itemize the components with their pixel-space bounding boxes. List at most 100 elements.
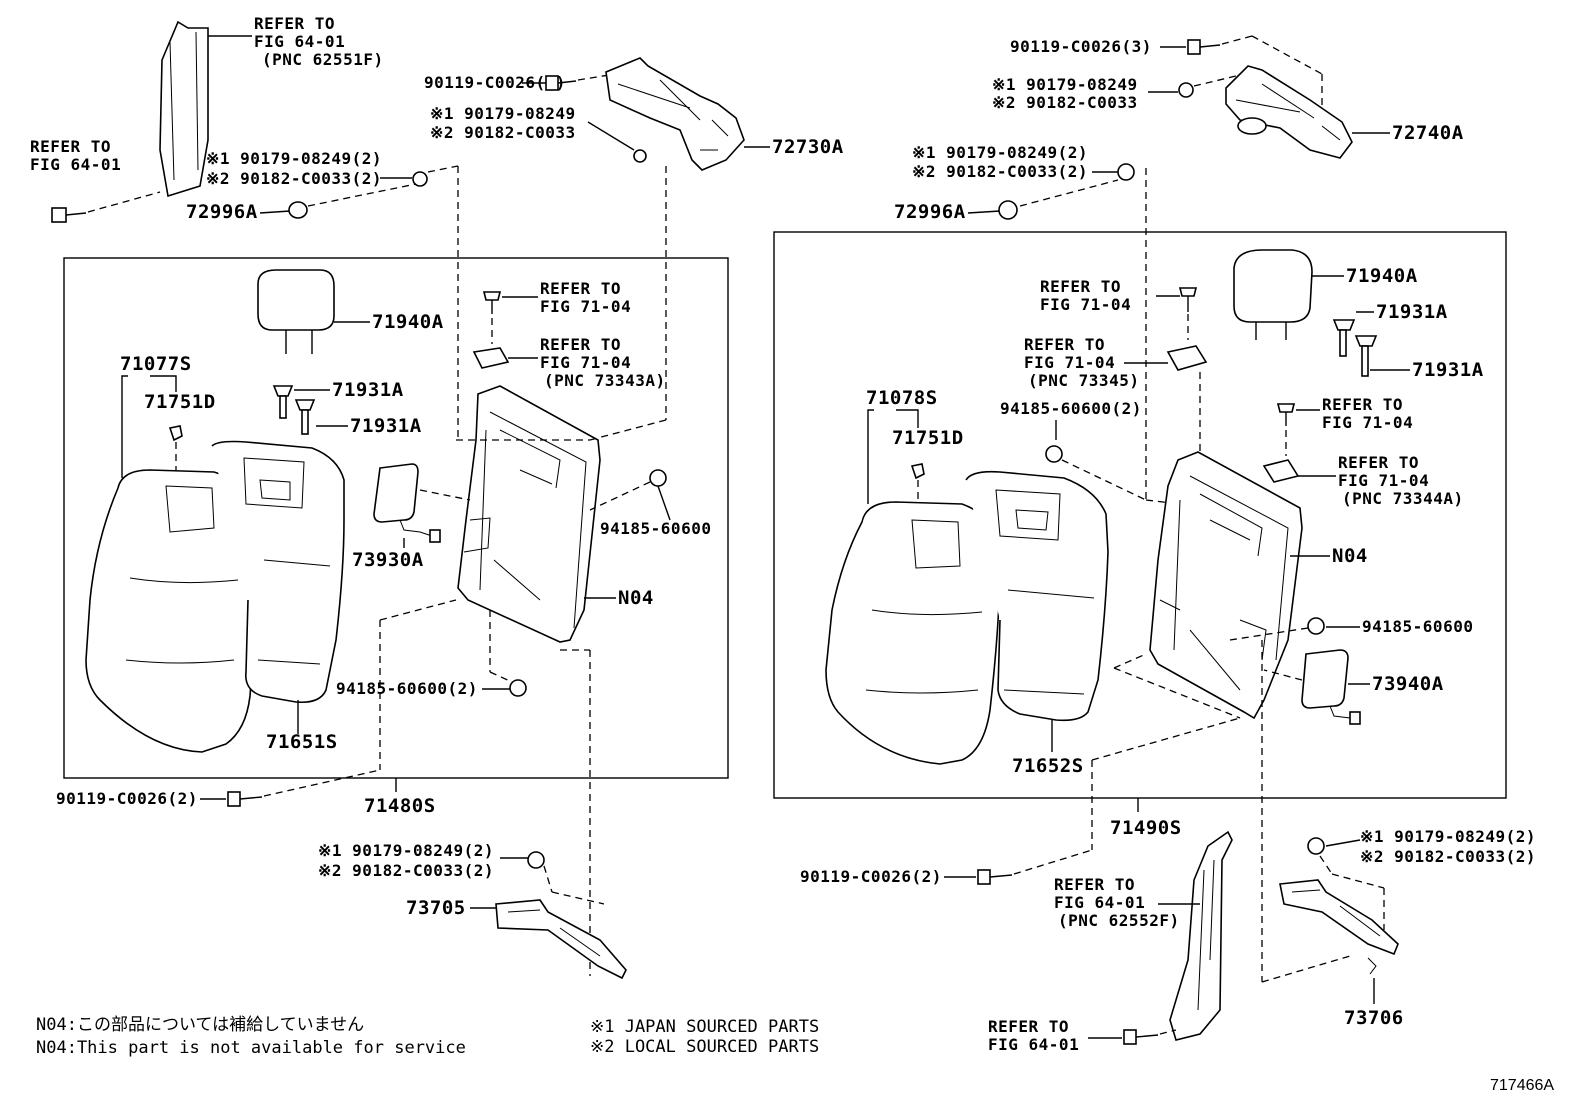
nut-icon [527, 851, 545, 869]
footnote-note-1: ※1 JAPAN SOURCED PARTS [590, 1017, 819, 1037]
part-71940a-left-label: 71940A [372, 311, 444, 333]
clip-icon [288, 201, 308, 219]
part-71931a-left-1-label: 71931A [332, 379, 404, 401]
part-72996a-left-label: 72996A [186, 201, 258, 223]
nut-note-1-right-mid-label: ※1 90179-08249(2) [912, 143, 1088, 162]
bolt-icon [545, 75, 577, 91]
nut-note-1-left-top-label: ※1 90179-08249 [430, 104, 576, 123]
headrest-71940a-left-part [257, 269, 335, 331]
part-71490s-label: 71490S [1110, 817, 1182, 839]
bolt-icon [977, 869, 1013, 885]
nut-note-1-left-low-label: ※1 90179-08249(2) [318, 841, 494, 860]
part-71931a-right-1-label: 71931A [1376, 301, 1448, 323]
clip-icon [168, 425, 183, 442]
headrest-guide-icon [1354, 335, 1378, 377]
headrest-guide-icon [272, 385, 294, 419]
screw-icon [1276, 403, 1296, 426]
headrest-guide-icon [1332, 319, 1356, 357]
part-72740a-label: 72740A [1392, 122, 1464, 144]
nut-icon [412, 171, 428, 187]
right-assembly-frame [773, 231, 1507, 799]
left-pillar-trim-part [159, 20, 209, 198]
seatback-pad-71652s-part [965, 470, 1109, 722]
part-71077s-label: 71077S [120, 353, 192, 375]
bracket-72740a-part [1225, 65, 1353, 159]
part-71480s-label: 71480S [364, 795, 436, 817]
seat-lock-73705-part [495, 899, 627, 980]
part-n04-left-label: N04 [618, 587, 654, 609]
clip-icon [910, 463, 925, 480]
part-71078s-label: 71078S [866, 387, 938, 409]
part-94185-60600-2-right-label: 94185-60600(2) [1000, 399, 1142, 418]
nut-icon [649, 469, 667, 487]
part-71931a-left-2-label: 71931A [350, 415, 422, 437]
part-94185-60600-2-left-label: 94185-60600(2) [336, 679, 478, 698]
bolt-icon [1187, 39, 1221, 55]
screw-icon [1178, 287, 1198, 312]
nut-note-2-right-top-label: ※2 90182-C0033 [992, 93, 1138, 112]
nut-icon [1307, 837, 1325, 855]
nut-note-2-left-low-label: ※2 90182-C0033(2) [318, 861, 494, 880]
nut-note-2-left-mid-label: ※2 90182-C0033(2) [206, 169, 382, 188]
bezel-icon [1262, 459, 1300, 483]
nut-note-1-right-low-label: ※1 90179-08249(2) [1360, 827, 1536, 846]
bolt-icon [227, 791, 263, 807]
part-71940a-right-label: 71940A [1346, 265, 1418, 287]
bolt-90119-c0026-2-left-label: 90119-C0026(2) [56, 789, 198, 808]
nut-note-2-right-mid-label: ※2 90182-C0033(2) [912, 162, 1088, 181]
screw-icon [482, 291, 502, 314]
part-73705-label: 73705 [406, 897, 466, 919]
part-71931a-right-2-label: 71931A [1412, 359, 1484, 381]
nut-note-2-right-low-label: ※2 90182-C0033(2) [1360, 847, 1536, 866]
headrest-71940a-right-part [1233, 249, 1313, 323]
figure-id-label: 717466A [1490, 1077, 1554, 1094]
nut-icon [509, 679, 527, 697]
part-71651s-label: 71651S [266, 731, 338, 753]
bolt-90119-c0026-2-right-label: 90119-C0026(2) [800, 867, 942, 886]
bolt-90119-c0026-3-right-label: 90119-C0026(3) [1010, 37, 1152, 56]
bracket-72730a-part [605, 57, 745, 171]
nut-icon [633, 149, 647, 163]
nut-icon [1178, 82, 1194, 98]
nut-note-1-right-top-label: ※1 90179-08249 [992, 75, 1138, 94]
part-72730a-label: 72730A [772, 136, 844, 158]
nut-icon [1117, 163, 1135, 181]
part-73706-label: 73706 [1344, 1007, 1404, 1029]
footnote-n04-english: N04:This part is not available for servi… [36, 1038, 466, 1058]
part-94185-60600-left-label: 94185-60600 [600, 519, 711, 538]
headrest-guide-icon [294, 399, 316, 435]
bolt-90119-c0026-3-left-label: 90119-C0026(3) [424, 73, 566, 92]
part-71751d-right-label: 71751D [892, 427, 964, 449]
nut-icon [1045, 445, 1063, 463]
part-n04-right-label: N04 [1332, 545, 1368, 567]
part-73930a-label: 73930A [352, 549, 424, 571]
seat-lock-73706-part [1279, 879, 1399, 956]
clip-icon [998, 200, 1018, 220]
bolt-icon [51, 207, 87, 223]
bolt-icon [1123, 1029, 1159, 1045]
seatback-frame-n04-right-part [1149, 451, 1303, 720]
nut-note-2-left-top-label: ※2 90182-C0033 [430, 123, 576, 142]
seatback-cover-71078s-part [825, 501, 1001, 765]
part-72996a-right-label: 72996A [894, 201, 966, 223]
nut-icon [1307, 617, 1325, 635]
bezel-icon [472, 347, 510, 369]
seatback-pad-71651s-part [211, 440, 345, 704]
side-airbag-73940a-part [1301, 649, 1349, 709]
part-73940a-label: 73940A [1372, 673, 1444, 695]
nut-note-1-left-mid-label: ※1 90179-08249(2) [206, 149, 382, 168]
part-94185-60600-right-label: 94185-60600 [1362, 617, 1473, 636]
seatback-frame-n04-left-part [457, 385, 601, 643]
side-airbag-73930a-part [373, 463, 419, 523]
footnote-n04-japanese: N04:この部品については補給していません [36, 1015, 364, 1035]
bezel-icon [1166, 345, 1208, 371]
